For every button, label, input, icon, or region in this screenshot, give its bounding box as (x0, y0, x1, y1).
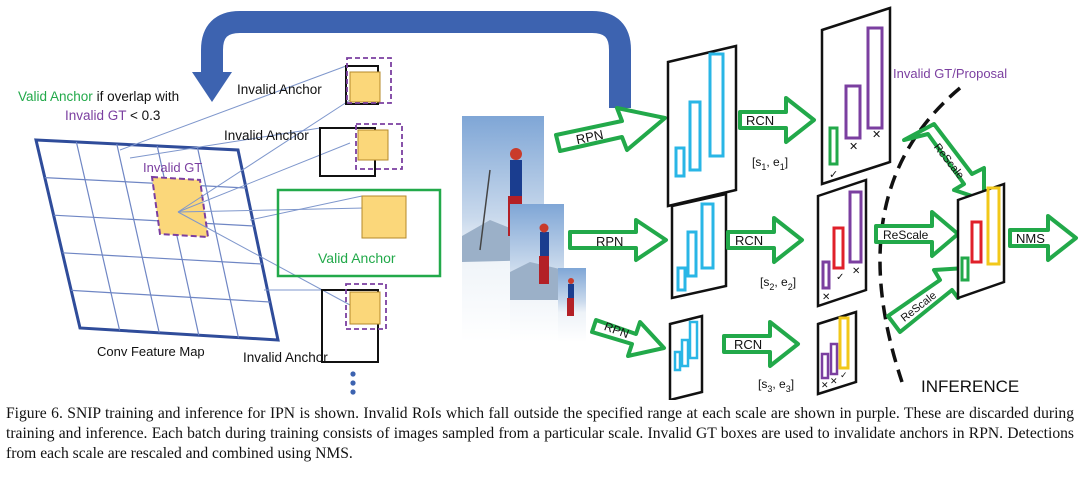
valid-anchor-label: Valid Anchor (318, 250, 396, 266)
rpn-label-2: RPN (596, 234, 623, 249)
vertical-ellipsis-icon (350, 371, 356, 395)
rescale-arrow-2 (874, 210, 960, 258)
detection-frame-1 (820, 6, 892, 186)
rescale-label-2: ReScale (883, 228, 929, 242)
scale-range-2: [s2, e2] (760, 275, 796, 292)
rcn-label-3: RCN (734, 337, 762, 352)
invalid-anchor-3 (321, 283, 387, 363)
invalid-anchor-2 (319, 123, 403, 177)
feedback-arrow (201, 11, 631, 108)
rcn-arrow-2 (726, 216, 804, 264)
detection-frame-2 (816, 178, 868, 308)
figure-caption: Figure 6. SNIP training and inference fo… (6, 405, 1074, 462)
rpn-arrow-2 (568, 218, 668, 262)
proposal-frame-1 (666, 44, 738, 208)
combined-frame (956, 182, 1006, 300)
rcn-arrow-3 (722, 320, 800, 368)
rpn-arrow-1 (554, 106, 667, 153)
rpn-label-1: RPN (575, 127, 605, 147)
cross-mark-icon: ✕ (872, 129, 881, 141)
scale-range-3: [s3, e3] (758, 377, 794, 394)
scale-range-1: [s1, e1] (752, 155, 788, 172)
detection-frame-3 (816, 310, 858, 396)
cross-mark-icon: ✕ (852, 266, 860, 277)
conv-feature-map-label: Conv Feature Map (97, 344, 205, 359)
invalid-gt-proposal-label: Invalid GT/Proposal (893, 66, 1007, 81)
invalid-gt-threshold: Invalid GT < 0.3 (65, 108, 160, 123)
cross-mark-icon: ✕ (822, 292, 830, 303)
nms-label: NMS (1016, 231, 1045, 246)
invalid-anchor-3-label: Invalid Anchor (243, 350, 328, 365)
invalid-anchor-1-label: Invalid Anchor (237, 82, 322, 97)
proposal-frame-3 (668, 314, 704, 400)
skier-image-medium (510, 204, 564, 342)
rpn-arrow-3 (590, 318, 666, 358)
feedback-arrow-head (192, 72, 232, 102)
rcn-label-2: RCN (735, 233, 763, 248)
grid-invalid-gt-label: Invalid GT (143, 160, 202, 175)
valid-anchor-rule: Valid Anchor if overlap with (18, 89, 179, 104)
invalid-anchor-2-label: Invalid Anchor (224, 128, 309, 143)
cross-mark-icon: ✕ (849, 141, 858, 153)
check-mark-icon: ✓ (836, 272, 844, 283)
valid-anchor (276, 188, 442, 278)
nms-arrow (1008, 214, 1078, 262)
snip-diagram: Valid Anchor if overlap with Invalid GT … (18, 6, 1078, 400)
invalid-anchor-1 (345, 57, 392, 105)
inference-boundary (878, 86, 962, 383)
inference-label: INFERENCE (921, 377, 1019, 396)
cross-mark-icon: ✕ (821, 380, 829, 390)
conv-feature-map (34, 65, 366, 342)
grid-invalid-gt-box (150, 175, 210, 239)
skier-image-small (558, 268, 586, 342)
image-pyramid (462, 116, 586, 342)
rcn-arrow-1 (738, 96, 816, 144)
check-mark-icon: ✓ (840, 370, 848, 380)
rcn-label-1: RCN (746, 113, 774, 128)
cross-mark-icon: ✕ (830, 376, 838, 386)
proposal-frame-2 (670, 192, 728, 300)
check-mark-icon: ✓ (829, 169, 838, 181)
